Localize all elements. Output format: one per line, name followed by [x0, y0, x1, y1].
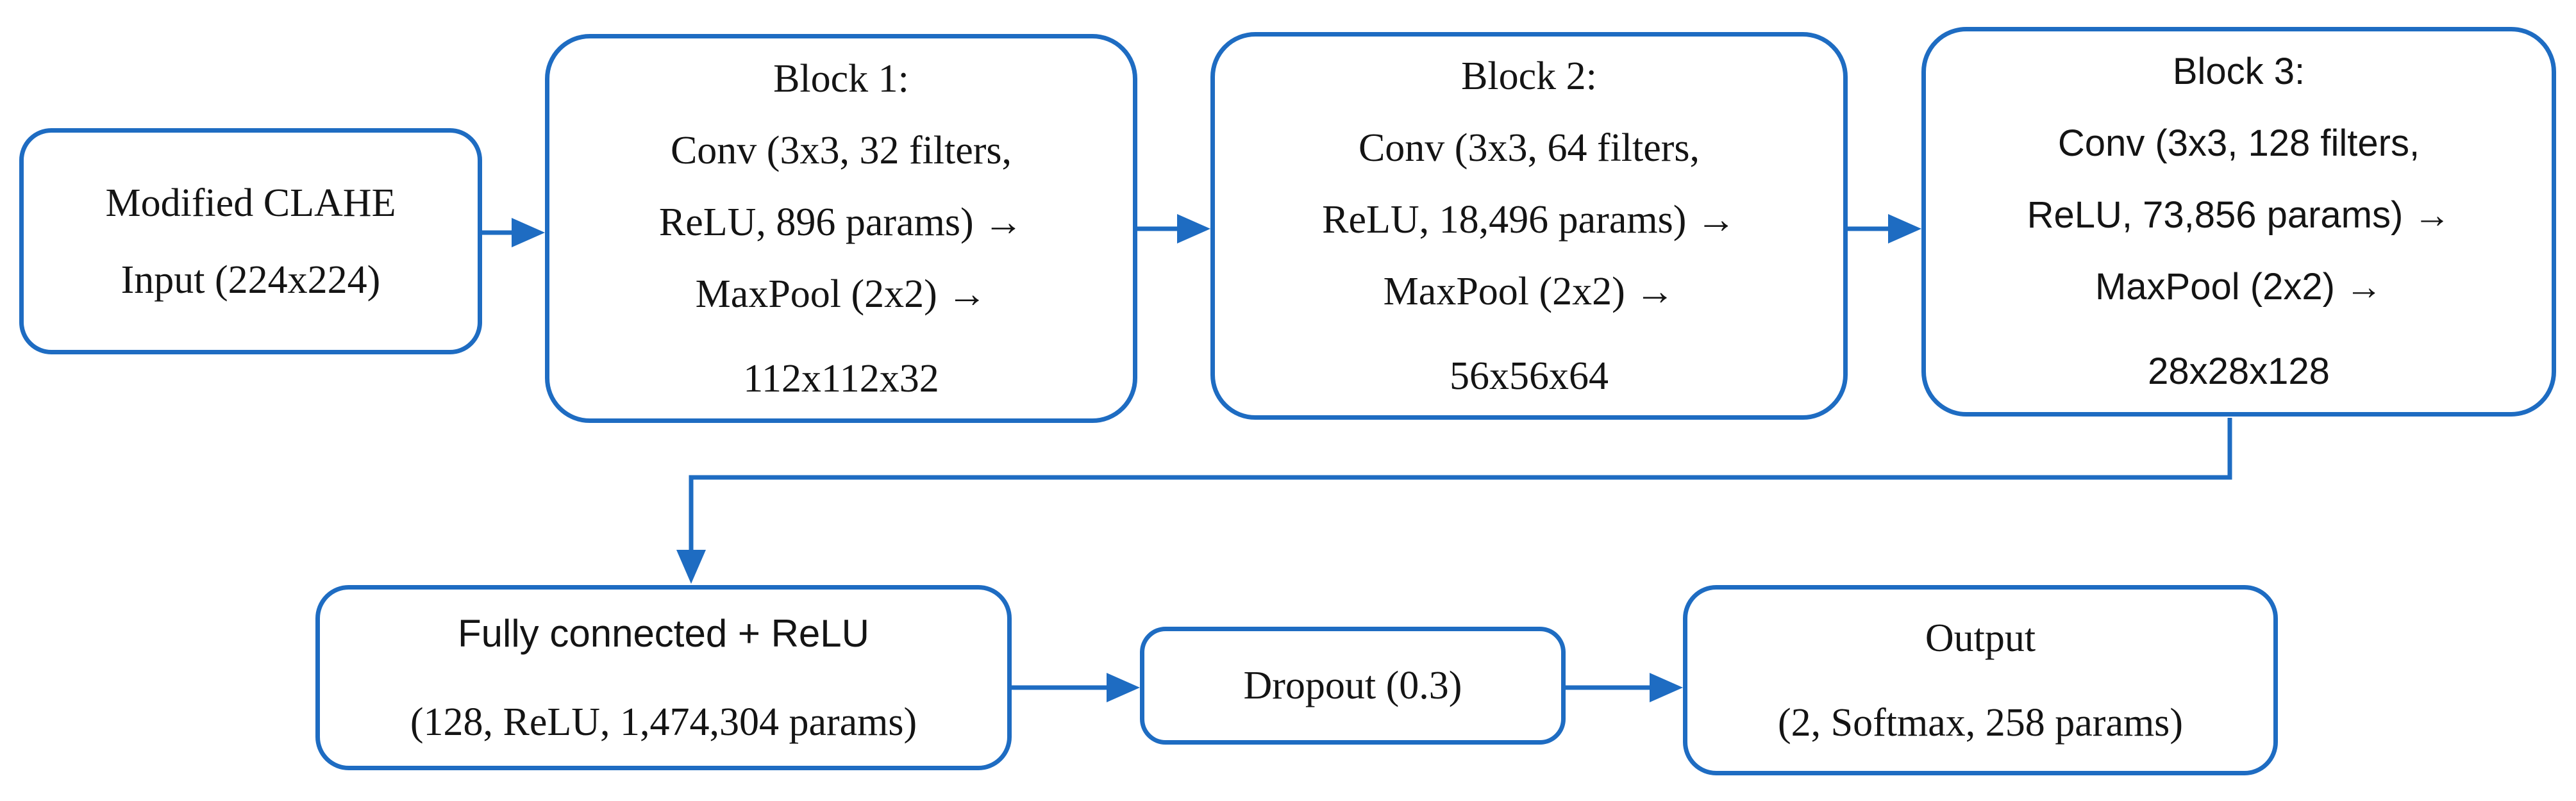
node-block2-output-shape: 56x56x64: [1450, 354, 1609, 398]
node-block1-title: Block 1:: [773, 56, 909, 101]
node-block2-maxpool: MaxPool (2x2) →: [1383, 269, 1675, 313]
node-block1-output-shape: 112x112x32: [743, 356, 939, 400]
node-fully-connected: Fully connected + ReLU (128, ReLU, 1,474…: [315, 585, 1012, 770]
node-block1-maxpool: MaxPool (2x2) →: [695, 272, 987, 316]
node-dropout-label: Dropout (0.3): [1243, 664, 1462, 707]
node-block3-relu: ReLU, 73,856 params) →: [2027, 194, 2451, 236]
node-fully-connected-params: (128, ReLU, 1,474,304 params): [410, 700, 917, 744]
node-output-title: Output: [1925, 616, 2036, 660]
node-input-line-2: Input (224x224): [121, 258, 381, 302]
node-block1-relu: ReLU, 896 params) →: [658, 200, 1024, 244]
node-block1: Block 1: Conv (3x3, 32 filters, ReLU, 89…: [545, 34, 1137, 423]
arrow-dropout-to-output: [1566, 673, 1683, 702]
node-block3-output-shape: 28x28x128: [2148, 351, 2330, 392]
arrow-input-to-block1: [482, 218, 545, 247]
arrow-block2-to-block3: [1848, 214, 1921, 244]
node-block1-conv: Conv (3x3, 32 filters,: [670, 128, 1012, 172]
node-input-line-1: Modified CLAHE: [105, 181, 396, 225]
arrow-fully-connected-to-dropout: [1012, 673, 1140, 702]
arrow-block1-to-block2: [1137, 214, 1210, 244]
node-block3: Block 3: Conv (3x3, 128 filters, ReLU, 7…: [1921, 27, 2556, 417]
connector-block3-to-fully-connected: [676, 418, 2232, 584]
node-block2-title: Block 2:: [1461, 54, 1597, 98]
node-fully-connected-title: Fully connected + ReLU: [457, 611, 869, 655]
node-dropout: Dropout (0.3): [1140, 627, 1566, 745]
node-block2: Block 2: Conv (3x3, 64 filters, ReLU, 18…: [1210, 32, 1848, 420]
node-input: Modified CLAHE Input (224x224): [19, 128, 482, 354]
node-block2-conv: Conv (3x3, 64 filters,: [1358, 126, 1700, 170]
node-output-params: (2, Softmax, 258 params): [1778, 700, 2183, 745]
node-block3-maxpool: MaxPool (2x2) →: [2095, 266, 2383, 308]
node-output: Output (2, Softmax, 258 params): [1683, 585, 2278, 775]
node-block3-title: Block 3:: [2172, 51, 2305, 92]
node-block2-relu: ReLU, 18,496 params) →: [1322, 197, 1736, 242]
node-block3-conv: Conv (3x3, 128 filters,: [2057, 122, 2420, 164]
